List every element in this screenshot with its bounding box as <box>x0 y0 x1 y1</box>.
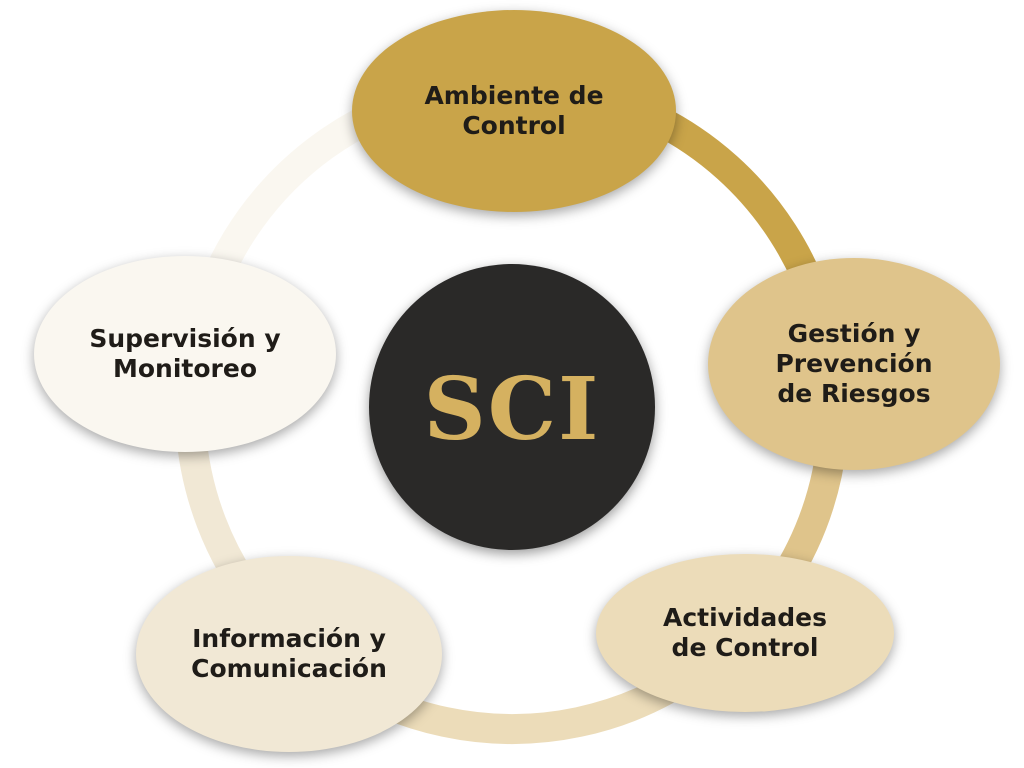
ring-arc-tan <box>175 70 849 744</box>
node-label: Supervisión y Monitoreo <box>89 324 281 383</box>
node-label: Información y Comunicación <box>191 624 387 683</box>
center-hub: SCI <box>369 264 655 550</box>
node-actividades-de-control: Actividades de Control <box>596 554 894 712</box>
node-label: Actividades de Control <box>662 603 828 662</box>
ring-arc-beige <box>175 70 849 744</box>
center-label: SCI <box>423 358 601 460</box>
node-label: Ambiente de Control <box>424 81 604 140</box>
node-label: Gestión y Prevención de Riesgos <box>775 319 933 408</box>
node-gestion-de-riesgos: Gestión y Prevención de Riesgos <box>708 258 1000 470</box>
node-ambiente-de-control: Ambiente de Control <box>352 10 676 212</box>
node-informacion-y-comunicacion: Información y Comunicación <box>136 556 442 752</box>
node-supervision-y-monitoreo: Supervisión y Monitoreo <box>34 256 336 452</box>
